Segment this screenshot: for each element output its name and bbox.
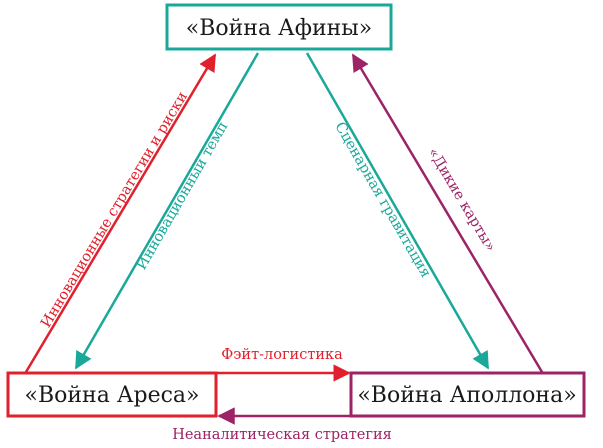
edge-athena-to-ares [74, 52, 260, 370]
node-ares: «Война Ареса» [6, 371, 218, 418]
label-athena-to-apollo: Сценарная гравитация [331, 119, 433, 280]
node-athena-label: «Война Афины» [186, 16, 372, 41]
label-apollo-to-ares: Неаналитическая стратегия [172, 427, 392, 443]
edge-athena-to-apollo [305, 52, 490, 370]
node-ares-label: «Война Ареса» [25, 383, 200, 408]
edge-ares-to-athena [24, 53, 217, 373]
label-ares-to-apollo: Фэйт-логистика [221, 347, 343, 363]
node-apollo-label: «Война Аполлона» [357, 383, 576, 408]
node-athena: «Война Афины» [165, 3, 393, 51]
node-apollo: «Война Аполлона» [349, 371, 586, 418]
edge-apollo-to-athena [351, 53, 544, 373]
